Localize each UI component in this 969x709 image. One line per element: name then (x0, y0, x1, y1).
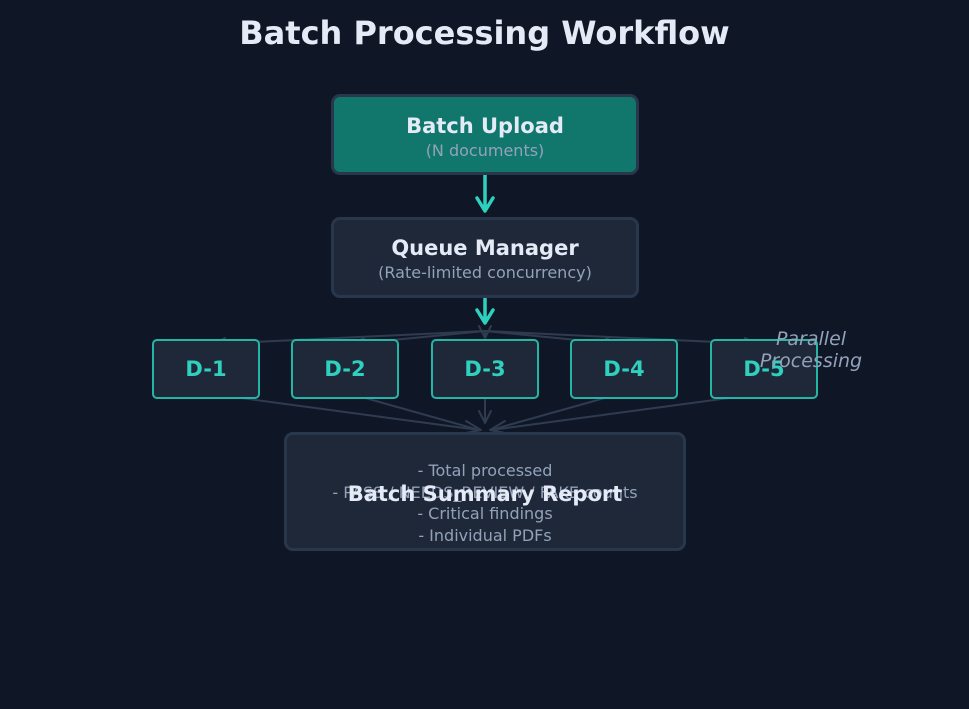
summary-item: - Individual PDFs (418, 525, 552, 545)
queue-manager-label: Queue Manager (391, 236, 579, 260)
fan-in-lines (210, 393, 760, 434)
worker-node-d3: D-3 (431, 339, 539, 399)
batch-summary-node: - Total processed - PASS / NEEDS_REVIEW … (284, 432, 686, 551)
batch-upload-node: Batch Upload (N documents) (331, 94, 639, 175)
summary-item: - Total processed (417, 461, 553, 480)
worker-node-d2: D-2 (291, 339, 399, 399)
worker-node-d4: D-4 (570, 339, 678, 399)
queue-manager-sublabel: (Rate-limited concurrency) (378, 263, 592, 282)
summary-items: - Total processed - PASS / NEEDS_REVIEW … (287, 460, 683, 546)
queue-manager-node: Queue Manager (Rate-limited concurrency) (331, 217, 639, 298)
diagram-title: Batch Processing Workflow (239, 14, 730, 52)
parallel-processing-note: Parallel Processing (759, 328, 863, 372)
summary-item: - Critical findings (417, 504, 553, 523)
arrow-queue-to-workers (475, 292, 495, 325)
summary-item: - PASS / NEEDS_REVIEW / FAKE counts (332, 482, 638, 502)
arrow-upload-to-queue (475, 169, 495, 213)
batch-upload-sublabel: (N documents) (425, 141, 545, 160)
worker-node-d1: D-1 (152, 339, 260, 399)
batch-upload-label: Batch Upload (406, 114, 564, 138)
worker-node-d5: D-5 (710, 339, 818, 399)
batch-summary-label: Batch Summary Report (347, 482, 623, 506)
